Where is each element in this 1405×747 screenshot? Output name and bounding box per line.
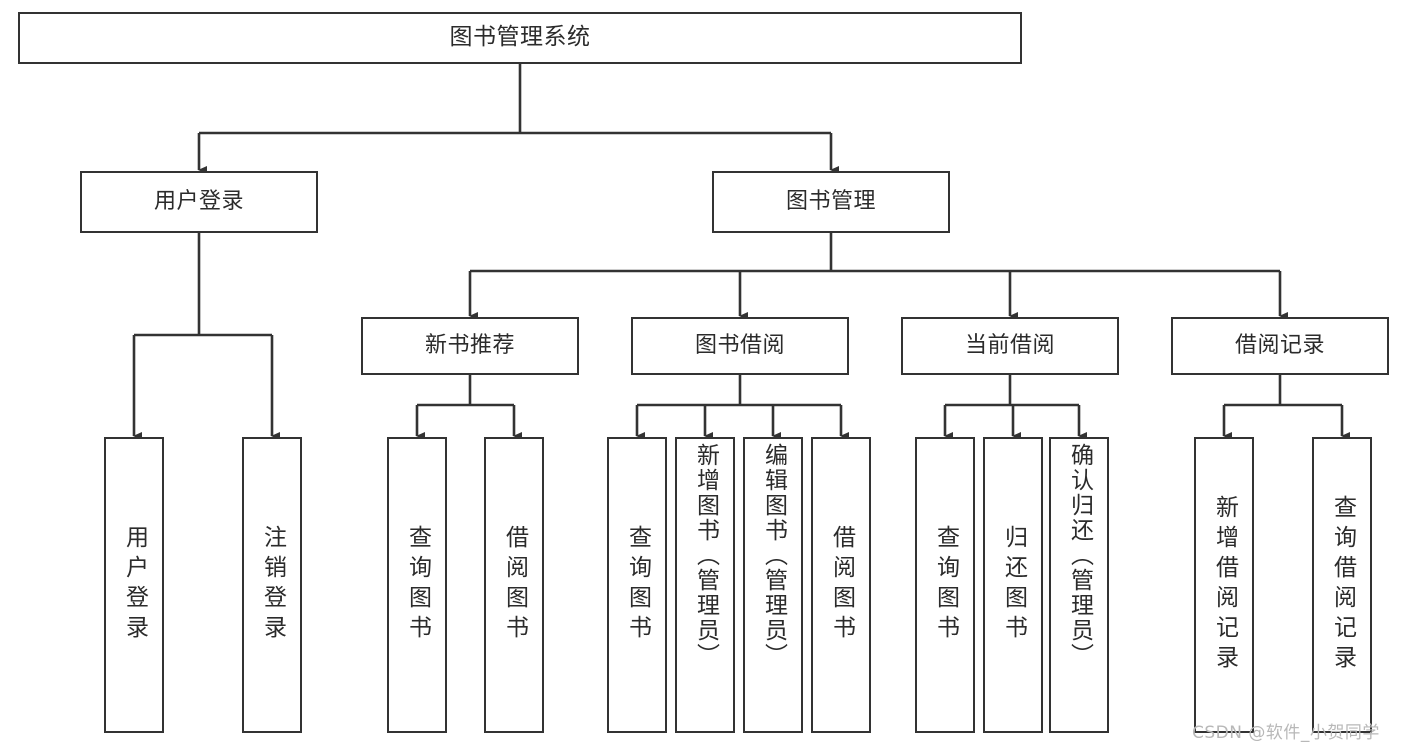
node-leaf-query-book-2[interactable]: 查询图书 (607, 437, 667, 733)
node-leaf-add-borrow-record[interactable]: 新增借阅记录 (1194, 437, 1254, 733)
node-leaf-borrow-book-2[interactable]: 借阅图书 (811, 437, 871, 733)
node-book-borrow-label: 图书借阅 (694, 333, 785, 359)
node-leaf-return-book[interactable]: 归还图书 (983, 437, 1043, 733)
node-current-borrow[interactable]: 当前借阅 (901, 317, 1119, 375)
node-leaf-add-book-admin[interactable]: 新增图书（管理员） (675, 437, 735, 733)
node-leaf-add-borrow-record-label: 新增借阅记录 (1211, 495, 1238, 675)
node-leaf-edit-book-admin[interactable]: 编辑图书（管理员） (743, 437, 803, 733)
node-leaf-query-book-1-label: 查询图书 (404, 525, 431, 645)
node-new-book-recommend[interactable]: 新书推荐 (361, 317, 579, 375)
csdn-watermark: CSDN @软件_小贺同学 (1192, 723, 1380, 743)
node-root-label: 图书管理系统 (449, 24, 591, 51)
node-leaf-query-borrow-record[interactable]: 查询借阅记录 (1312, 437, 1372, 733)
node-leaf-confirm-return-admin-label: 确认归还（管理员） (1066, 443, 1093, 668)
node-leaf-return-book-label: 归还图书 (1000, 525, 1027, 645)
node-leaf-logout-login[interactable]: 注销登录 (242, 437, 302, 733)
node-leaf-borrow-book-2-label: 借阅图书 (828, 525, 855, 645)
node-user-login-label: 用户登录 (153, 189, 244, 215)
node-leaf-query-borrow-record-label: 查询借阅记录 (1329, 495, 1356, 675)
node-leaf-logout-login-label: 注销登录 (259, 525, 286, 645)
node-leaf-add-book-admin-label: 新增图书（管理员） (692, 443, 719, 668)
node-book-borrow[interactable]: 图书借阅 (631, 317, 849, 375)
node-leaf-query-book-3-label: 查询图书 (932, 525, 959, 645)
node-leaf-query-book-2-label: 查询图书 (624, 525, 651, 645)
node-leaf-query-book-1[interactable]: 查询图书 (387, 437, 447, 733)
node-leaf-user-login[interactable]: 用户登录 (104, 437, 164, 733)
node-book-manage-label: 图书管理 (785, 189, 876, 215)
node-leaf-borrow-book-1[interactable]: 借阅图书 (484, 437, 544, 733)
node-leaf-borrow-book-1-label: 借阅图书 (501, 525, 528, 645)
node-leaf-query-book-3[interactable]: 查询图书 (915, 437, 975, 733)
node-user-login[interactable]: 用户登录 (80, 171, 318, 233)
node-new-book-recommend-label: 新书推荐 (424, 333, 515, 359)
node-leaf-edit-book-admin-label: 编辑图书（管理员） (760, 443, 787, 668)
node-leaf-user-login-label: 用户登录 (121, 525, 148, 645)
node-current-borrow-label: 当前借阅 (964, 333, 1055, 359)
node-root[interactable]: 图书管理系统 (18, 12, 1022, 64)
node-book-manage[interactable]: 图书管理 (712, 171, 950, 233)
node-borrow-record[interactable]: 借阅记录 (1171, 317, 1389, 375)
node-borrow-record-label: 借阅记录 (1234, 333, 1325, 359)
node-leaf-confirm-return-admin[interactable]: 确认归还（管理员） (1049, 437, 1109, 733)
